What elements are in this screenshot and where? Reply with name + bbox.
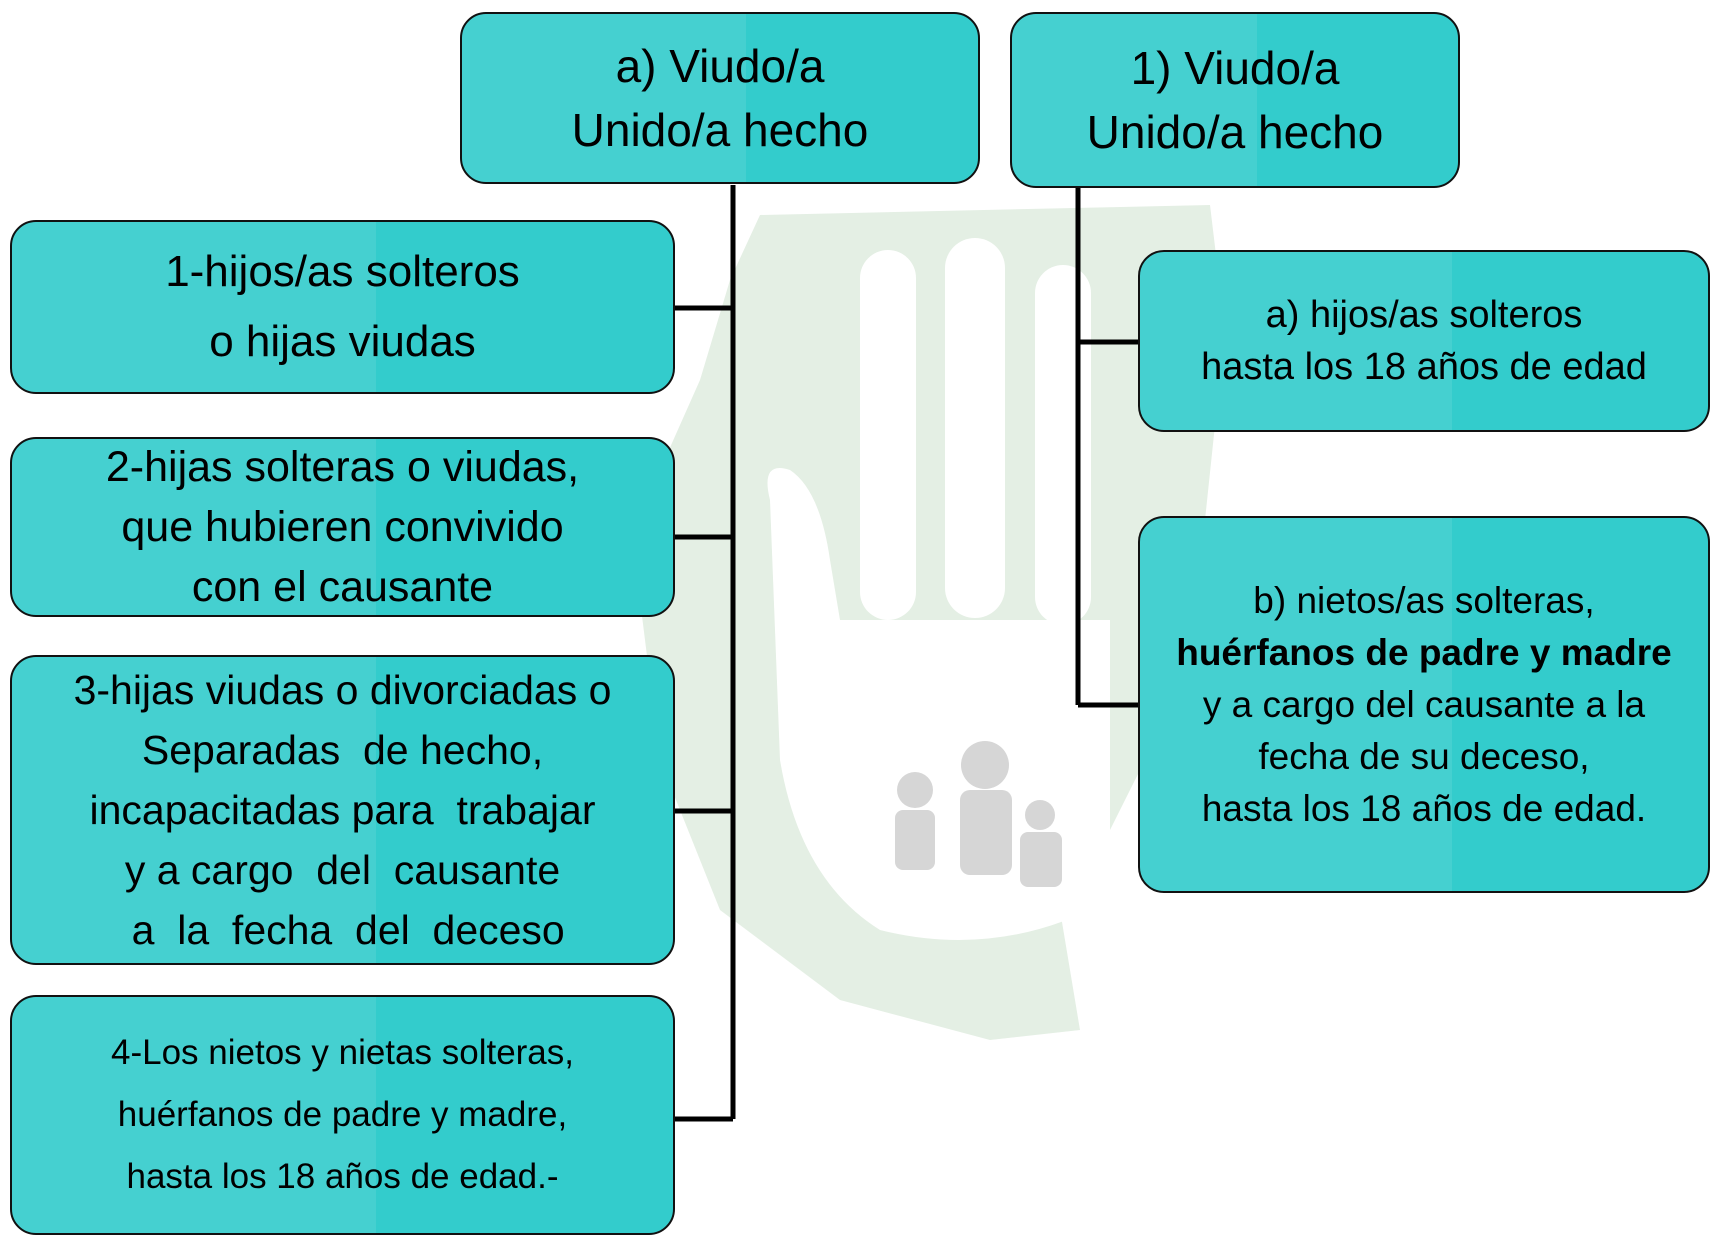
right-child-b-line-2: huérfanos de padre y madre [1176, 631, 1672, 673]
left-child-4-line-1: 4-Los nietos y nietas solteras, [110, 1033, 574, 1072]
right-child-a-line-1: a) hijos/as solteros [1265, 294, 1583, 336]
left-child-4-line-3: hasta los 18 años de edad.- [126, 1157, 559, 1196]
right-root-line-2: Unido/a hecho [1086, 106, 1384, 158]
left-child-2-line-2: que hubieren convivido [121, 503, 564, 551]
left-child-2-line-1: 2-hijas solteras o viudas, [105, 443, 580, 491]
left-root-box: a) Viudo/a Unido/a hecho [460, 12, 980, 184]
left-root-line-2: Unido/a hecho [571, 104, 869, 156]
family-figures [895, 741, 1062, 887]
left-child-2-line-3: con el causante [191, 563, 494, 611]
right-child-b: b) nietos/as solteras, huérfanos de padr… [1138, 516, 1710, 893]
left-child-4-line-2: huérfanos de padre y madre, [117, 1095, 568, 1134]
left-child-1-line-1: 1-hijos/as solteros [165, 247, 520, 296]
hand-shape [767, 238, 1110, 940]
left-child-3-line-2: Separadas de hecho, [141, 727, 544, 773]
left-child-2: 2-hijas solteras o viudas, que hubieren … [10, 437, 675, 617]
right-child-a: a) hijos/as solteros hasta los 18 años d… [1138, 250, 1710, 432]
left-root-line-1: a) Viudo/a [615, 40, 825, 92]
right-root-box: 1) Viudo/a Unido/a hecho [1010, 12, 1460, 188]
left-child-3-line-1: 3-hijas viudas o divorciadas o [73, 667, 612, 713]
left-child-4: 4-Los nietos y nietas solteras, huérfano… [10, 995, 675, 1235]
left-child-1: 1-hijos/as solteros o hijas viudas [10, 220, 675, 394]
right-child-a-line-2: hasta los 18 años de edad [1201, 346, 1647, 388]
left-child-3: 3-hijas viudas o divorciadas o Separadas… [10, 655, 675, 965]
left-child-3-line-5: a la fecha del deceso [120, 907, 565, 953]
left-child-1-line-2: o hijas viudas [209, 317, 476, 366]
right-root-line-1: 1) Viudo/a [1130, 42, 1340, 94]
right-child-b-line-4: fecha de su deceso, [1258, 735, 1590, 777]
right-child-b-line-5: hasta los 18 años de edad. [1201, 787, 1647, 829]
right-child-b-line-1: b) nietos/as solteras, [1253, 579, 1595, 621]
right-child-b-line-3: y a cargo del causante a la [1202, 683, 1646, 725]
left-child-3-line-3: incapacitadas para trabajar [89, 787, 596, 833]
left-child-3-line-4: y a cargo del causante [124, 847, 561, 893]
